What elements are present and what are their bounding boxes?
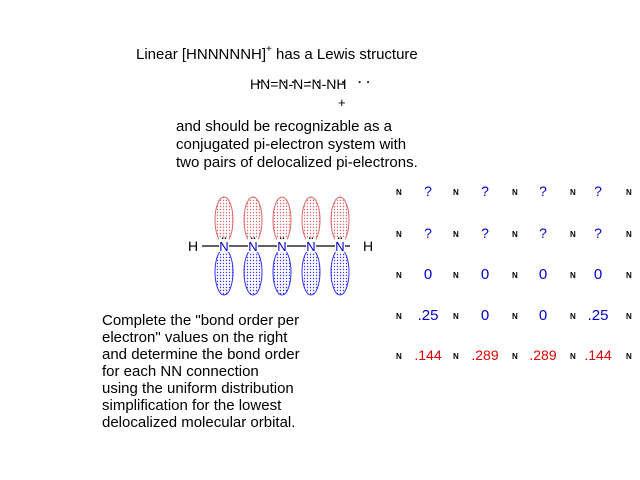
bond-order-value: 0 [480, 266, 490, 283]
nitrogen-atom-label: N [219, 239, 228, 254]
grid-atom-label: N [512, 188, 518, 197]
result-bond-order: .144 [414, 347, 442, 363]
grid-atom-label: N [626, 352, 632, 361]
bond-order-value: .25 [417, 307, 439, 324]
lone-pair-dots: .. [337, 231, 343, 242]
grid-atom-label: N [396, 352, 402, 361]
grid-atom-label: N [453, 312, 459, 321]
title-charge: + [266, 44, 272, 55]
grid-atom-label: N [570, 312, 576, 321]
grid-atom-label: N [512, 312, 518, 321]
grid-atom-label: N [396, 230, 402, 239]
unknown-bond-order: ? [594, 183, 602, 199]
end-atom-left: H [188, 238, 198, 254]
grid-atom-label: N [453, 352, 459, 361]
grid-atom-label: N [396, 188, 402, 197]
bond-order-value: 0 [593, 266, 603, 283]
grid-atom-label: N [570, 352, 576, 361]
unknown-bond-order: ? [481, 183, 489, 199]
page-title: Linear [HNNNNNH]+ has a Lewis structure [136, 44, 418, 63]
grid-atom-label: N [570, 271, 576, 280]
bond-order-value: 0 [480, 307, 490, 324]
unknown-bond-order: ? [424, 183, 432, 199]
grid-atom-label: N [453, 230, 459, 239]
nitrogen-atom-label: N [277, 239, 286, 254]
title-suffix: has a Lewis structure [271, 46, 418, 63]
intro-text: and should be recognizable as a conjugat… [176, 118, 418, 171]
lone-pair-dots: .. [250, 231, 256, 242]
lone-pair-dots: .. [279, 231, 285, 242]
grid-atom-label: N [570, 230, 576, 239]
nitrogen-atom-label: N [335, 239, 344, 254]
task-text: Complete the "bond order per electron" v… [102, 312, 300, 431]
grid-atom-label: N [453, 271, 459, 280]
unknown-bond-order: ? [481, 225, 489, 241]
p-orbital-lower-lobe [214, 248, 234, 296]
lewis-charge: + [338, 95, 346, 110]
grid-atom-label: N [626, 188, 632, 197]
grid-atom-label: N [512, 271, 518, 280]
p-orbital-lower-lobe [272, 248, 292, 296]
nitrogen-atom-label: N [306, 239, 315, 254]
result-bond-order: .289 [471, 347, 499, 363]
grid-atom-label: N [570, 188, 576, 197]
grid-atom-label: N [396, 312, 402, 321]
unknown-bond-order: ? [539, 225, 547, 241]
grid-atom-label: N [453, 188, 459, 197]
lone-pair-dots: .. [308, 231, 314, 242]
result-bond-order: .144 [584, 347, 612, 363]
bond-order-value: 0 [538, 266, 548, 283]
bond-order-value: 0 [538, 307, 548, 324]
lone-pair-dots: .. [221, 231, 227, 242]
result-bond-order: .289 [529, 347, 557, 363]
grid-atom-label: N [512, 230, 518, 239]
p-orbital-lower-lobe [301, 248, 321, 296]
title-prefix: Linear [HNNNNNH] [136, 46, 267, 63]
unknown-bond-order: ? [424, 225, 432, 241]
end-atom-right: H [363, 238, 373, 254]
lewis-formula: HN=N-N=N-NH [250, 76, 347, 92]
p-orbital-lower-lobe [330, 248, 350, 296]
bond-order-value: .25 [587, 307, 609, 324]
grid-atom-label: N [626, 271, 632, 280]
bond-order-value: 0 [423, 266, 433, 283]
grid-atom-label: N [512, 352, 518, 361]
grid-atom-label: N [396, 271, 402, 280]
unknown-bond-order: ? [594, 225, 602, 241]
grid-atom-label: N [626, 312, 632, 321]
lewis-lone-pairs: .. .. .. .. .. [258, 72, 375, 86]
p-orbital-lower-lobe [243, 248, 263, 296]
unknown-bond-order: ? [539, 183, 547, 199]
nitrogen-atom-label: N [248, 239, 257, 254]
grid-atom-label: N [626, 230, 632, 239]
p-orbital-diagram: H H ..N..N..N..N..N [188, 196, 373, 296]
